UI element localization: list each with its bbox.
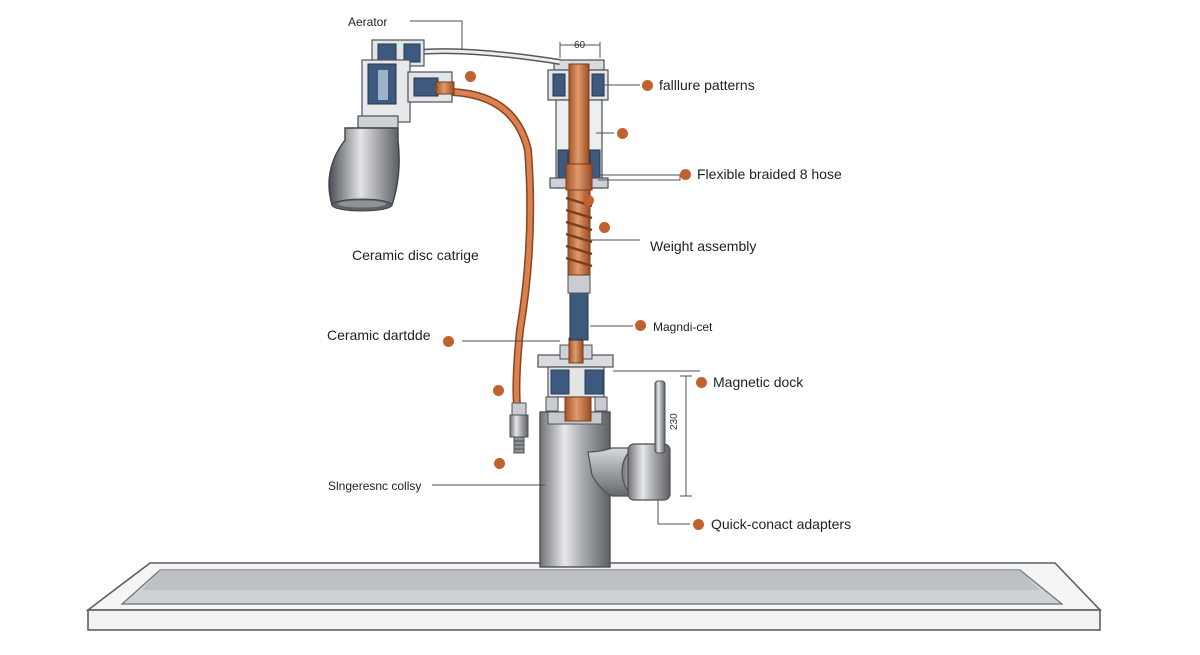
quick-connect-fitting [509,402,529,454]
vertical-hose [565,189,593,341]
label-flexible-hose: Flexible braided 8 hose [697,166,842,182]
label-singerestic-collsy: Slngeresnc collsy [328,479,422,493]
label-ceramic-dartdde: Ceramic dartdde [327,327,431,343]
callout-dot-hose-coil [599,222,610,233]
label-ceramic-disc-cartridge: Ceramic disc catrige [352,247,479,263]
callout-dot-quick-connect [693,519,704,530]
label-quick-connect: Quick-conact adapters [711,516,852,532]
ceramic-cartridge [547,59,609,191]
callout-dot-fitting-lower [494,458,505,469]
dimension-side: 230 [669,413,680,430]
callout-dot-aerator [465,71,476,82]
magnetic-dock [537,337,614,422]
dimension-top: 60 [574,40,586,51]
copper-hose [448,88,535,409]
spout-arm [419,48,561,65]
label-weight-assembly: Weight assembly [650,238,757,254]
label-aerator: Aerator [348,15,388,29]
label-magnet: Magndi-cet [653,320,713,334]
spray-head [328,39,455,212]
label-magnetic-dock: Magnetic dock [713,374,804,390]
callout-dot-magnet [635,320,646,331]
callout-dot-hose-marker [583,195,594,206]
callout-dot-failure-patterns [642,80,653,91]
label-failure-patterns: falllure patterns [659,77,755,93]
callout-dot-cartridge [617,128,628,139]
callout-dot-magnetic-dock [696,377,707,388]
callout-dot-ceramic-dartdde [443,336,454,347]
callout-dot-flexible-hose [680,169,691,180]
callout-dot-fitting [493,385,504,396]
sink-basin [85,562,1102,631]
